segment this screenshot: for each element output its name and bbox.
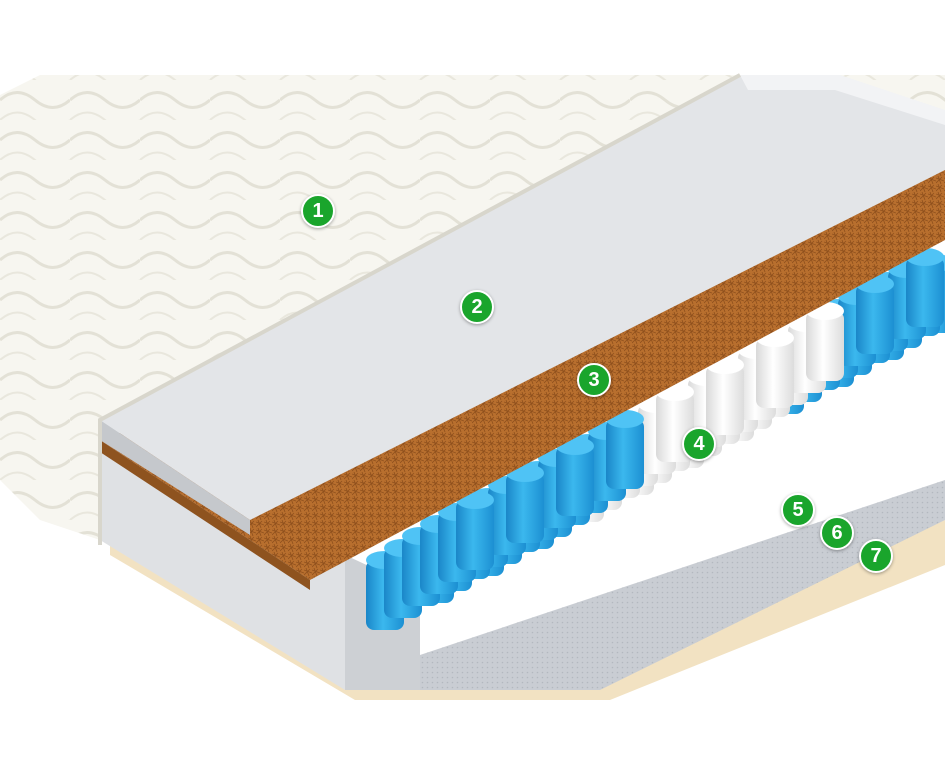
spring-body: [506, 473, 544, 543]
spring-body: [456, 500, 494, 570]
layer-marker-label: 6: [831, 522, 843, 544]
spring-body: [706, 365, 744, 435]
spring-body: [806, 311, 844, 381]
foam-layer-edge: [100, 420, 250, 535]
coir-layer-edge: [100, 440, 310, 590]
mattress-side-wall: [100, 450, 420, 690]
foam-top-highlight: [740, 75, 945, 125]
spring-body: [856, 284, 894, 354]
spring-body: [556, 446, 594, 516]
foam-layer: [100, 75, 945, 520]
layer-marker-label: 7: [870, 545, 882, 567]
layer-marker-6: 6: [820, 516, 854, 550]
layer-marker-7: 7: [859, 539, 893, 573]
layer-marker-label: 4: [693, 433, 705, 455]
layer-marker-1: 1: [301, 194, 335, 228]
pocket-springs: [366, 248, 945, 630]
layer-marker-label: 1: [312, 200, 324, 222]
spring-body: [906, 257, 944, 327]
layer-marker-3: 3: [577, 363, 611, 397]
layer-marker-4: 4: [682, 427, 716, 461]
layer-marker-label: 5: [792, 499, 804, 521]
layer-marker-5: 5: [781, 493, 815, 527]
quilted-cover-right: [840, 75, 945, 110]
quilted-cover: [0, 75, 740, 540]
felt-layer: [405, 480, 945, 690]
layer-marker-label: 2: [471, 296, 483, 318]
cover-edge-shadow: [98, 73, 741, 545]
layer-marker-2: 2: [460, 290, 494, 324]
spring-body: [756, 338, 794, 408]
layer-marker-label: 3: [588, 369, 600, 391]
spring-body: [606, 419, 644, 489]
